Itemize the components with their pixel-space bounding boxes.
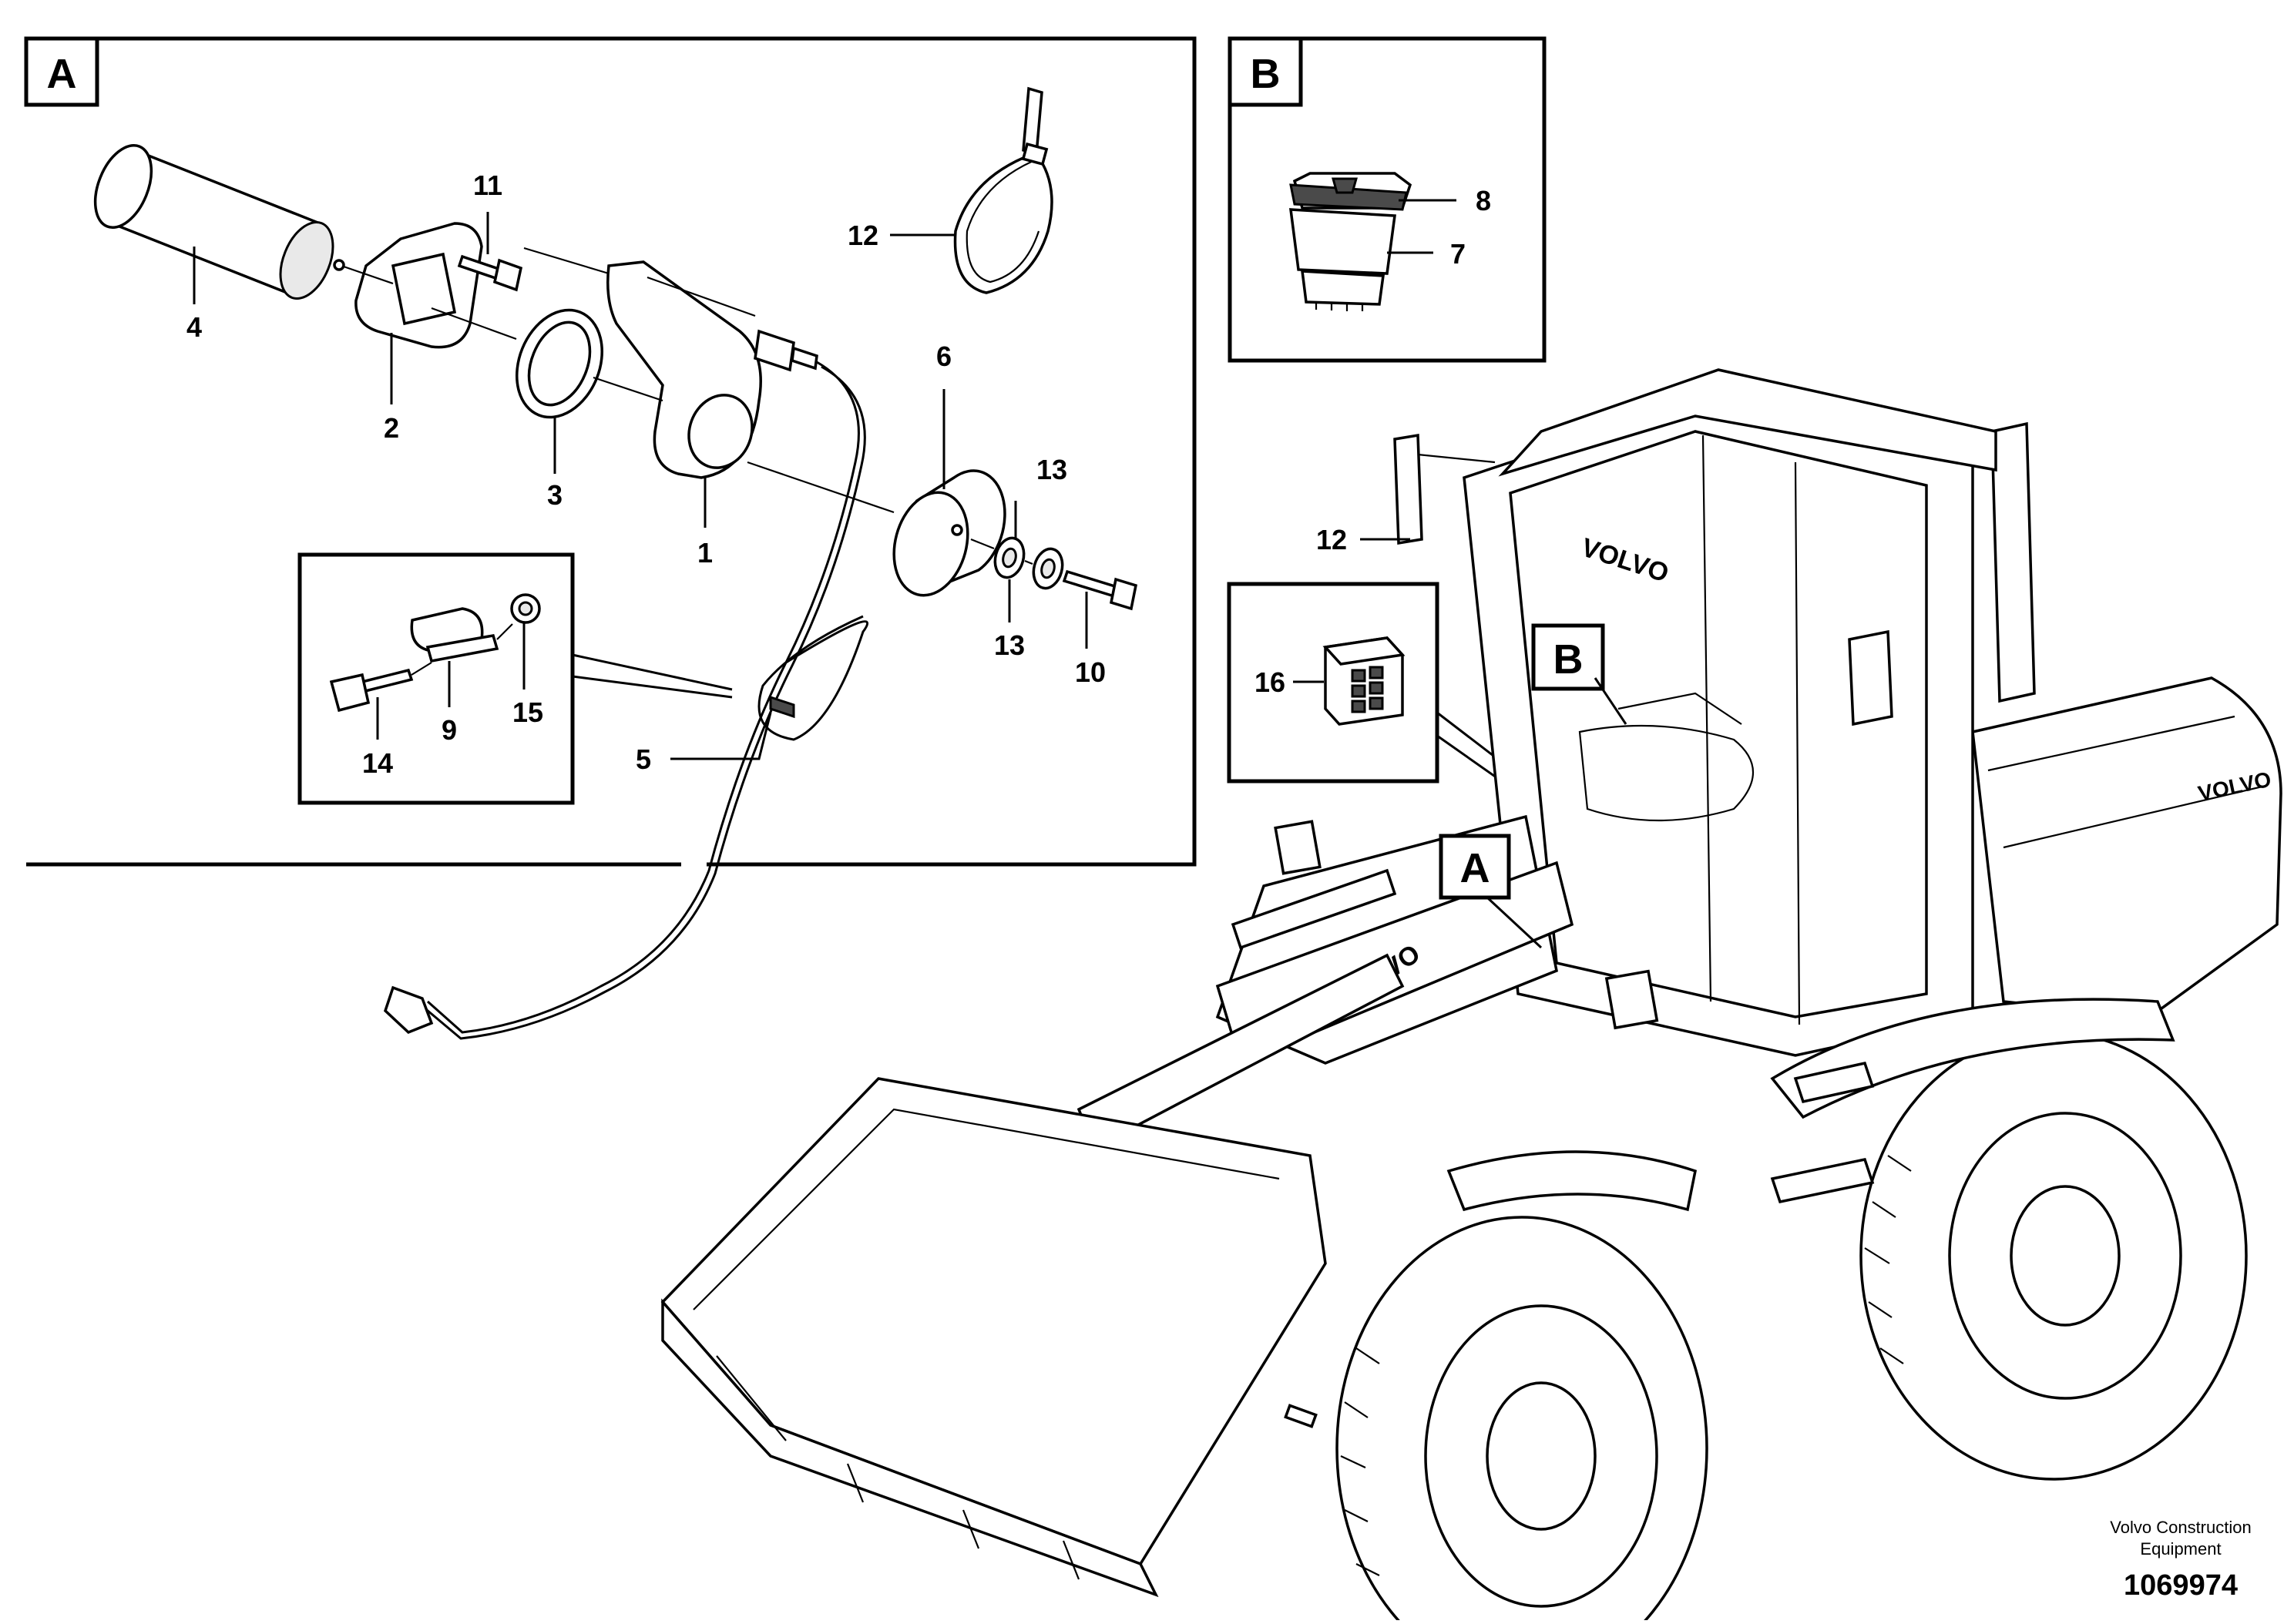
rear-fender — [1770, 998, 2175, 1119]
part-2-bracket — [354, 222, 483, 349]
part-11-bolt — [457, 254, 523, 292]
label-part-13-lower: 13 — [994, 629, 1025, 661]
front-fender — [1446, 1150, 1698, 1212]
left-mirror — [1393, 433, 1423, 545]
label-part-12-machine: 12 — [1316, 524, 1347, 555]
label-part-4: 4 — [186, 311, 202, 343]
company-name-line2: Equipment — [2140, 1539, 2221, 1559]
relay-cube — [1322, 636, 1406, 726]
label-part-10: 10 — [1075, 656, 1106, 688]
part-1-plate — [606, 260, 762, 479]
callout-a-letter: A — [1460, 845, 1490, 891]
rear-body — [1971, 676, 2282, 1018]
machine-callout-b: B — [1531, 623, 1627, 725]
label-part-2: 2 — [384, 412, 399, 444]
right-mirror — [1848, 629, 1893, 726]
detail-a-letter: A — [47, 51, 77, 97]
part-4-sleeve — [93, 143, 345, 300]
label-part-6: 6 — [936, 341, 952, 372]
leaders-a — [193, 212, 1088, 760]
part-12-cable-tie — [953, 86, 1053, 294]
label-part-13-upper: 13 — [1036, 454, 1067, 485]
company-name-line1: Volvo Construction — [2110, 1518, 2251, 1537]
front-wheel — [1335, 1216, 1708, 1624]
inset-clamp-detail — [297, 552, 733, 805]
inset-frame — [297, 552, 575, 805]
drawing-number: 1069974 — [2124, 1569, 2238, 1602]
label-part-3: 3 — [547, 479, 563, 511]
bucket — [660, 1077, 1327, 1598]
label-part-11: 11 — [473, 169, 502, 201]
exhaust-pipe — [1990, 421, 2036, 703]
label-part-12-tie: 12 — [848, 220, 878, 251]
label-part-7: 7 — [1450, 238, 1466, 270]
cab-roof — [1498, 368, 1997, 477]
part-10-bolt — [1062, 569, 1138, 611]
part-13-washers — [993, 536, 1064, 590]
label-part-15: 15 — [512, 696, 543, 728]
label-part-1: 1 — [697, 537, 713, 569]
rocker-switch — [1288, 172, 1412, 311]
right-headlight — [1604, 969, 1659, 1030]
detail-b-frame — [1228, 36, 1547, 363]
label-part-5: 5 — [636, 743, 651, 775]
detail-16-frame — [1227, 582, 1439, 783]
callout-a-tag — [1439, 834, 1511, 900]
label-part-16: 16 — [1254, 666, 1285, 698]
detail-a-frame — [26, 36, 1197, 867]
assembly-axes — [343, 247, 1033, 565]
detail-b-tag — [1228, 36, 1303, 107]
rear-wheel — [1859, 1031, 2248, 1481]
callout-b-tag — [1531, 623, 1605, 691]
left-headlight — [1274, 820, 1322, 875]
drawing-footer: Volvo Construction Equipment 1069974 — [2110, 1518, 2251, 1602]
callout-b-letter: B — [1553, 636, 1584, 683]
detail-view-a: A — [24, 36, 1197, 1040]
label-part-14: 14 — [362, 747, 393, 779]
machine-callout-a: A — [1439, 834, 1543, 949]
part-6-puck — [892, 469, 1006, 597]
label-part-8: 8 — [1476, 185, 1491, 216]
detail-part-16: 16 — [1227, 582, 1553, 810]
detail-view-b: B 8 7 — [1228, 36, 1547, 363]
detail-b-letter: B — [1251, 51, 1281, 97]
detail-a-tag — [24, 36, 99, 107]
part-5-sensor-cable — [383, 329, 869, 1040]
part-3-ring — [516, 308, 603, 419]
wheel-loader: VOLVO VOLVO — [660, 368, 2282, 1624]
label-part-9: 9 — [442, 714, 457, 746]
